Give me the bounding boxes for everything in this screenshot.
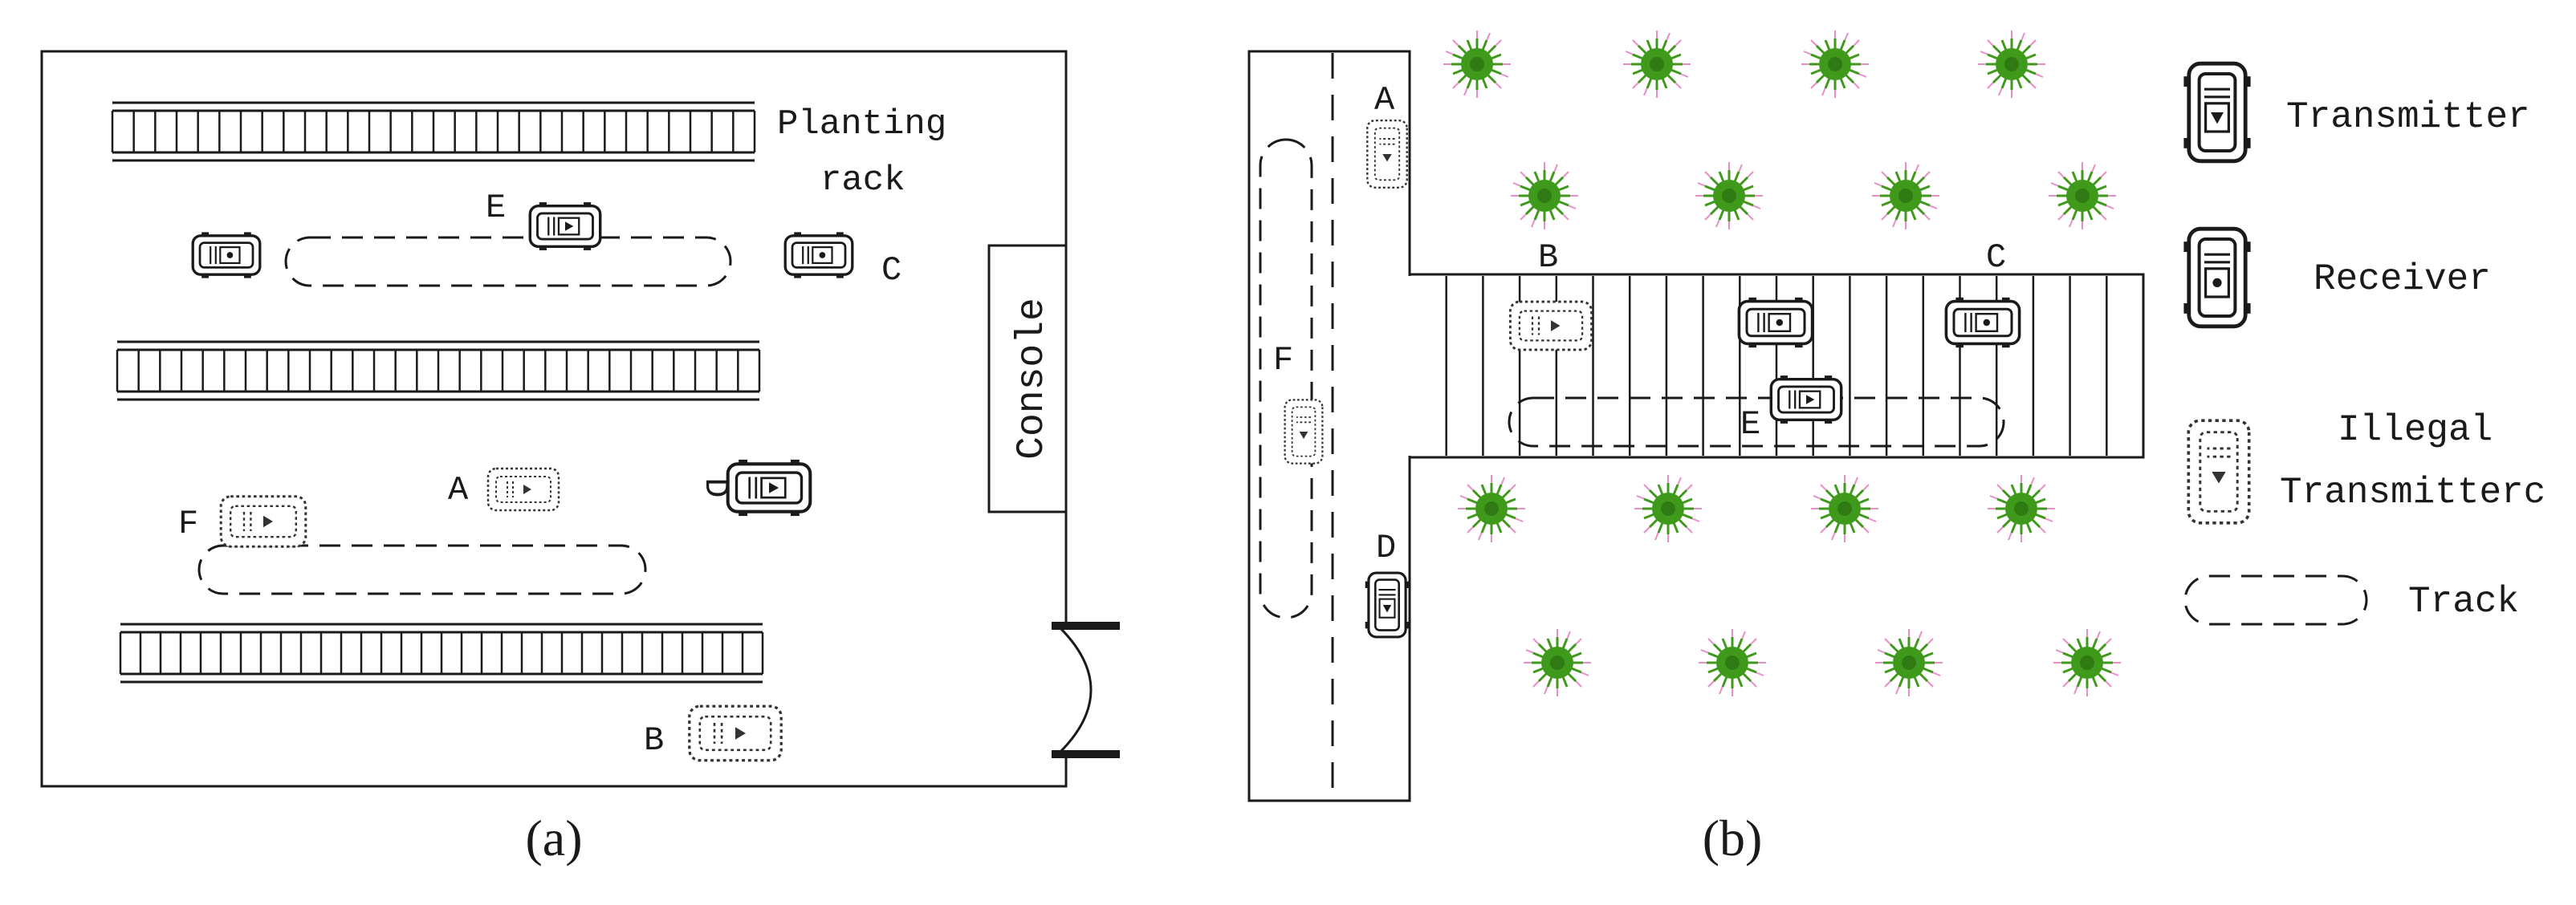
caption-b: (b)	[1703, 810, 1763, 866]
car-a	[486, 467, 560, 512]
car-d	[728, 462, 811, 514]
car-e	[530, 204, 600, 248]
plant-icon	[1870, 160, 1941, 231]
receiver-car	[193, 234, 260, 277]
track-b-vertical	[1259, 138, 1313, 619]
plant-icon	[1456, 473, 1527, 544]
plant-icon	[1697, 627, 1768, 698]
plant-icon	[1986, 473, 2057, 544]
car-e-label: E	[486, 189, 506, 227]
plant-icon	[1633, 473, 1703, 544]
car-b-b	[1508, 300, 1593, 351]
car-b-c-label: C	[1986, 238, 2006, 277]
car-b	[688, 704, 783, 762]
rack-label-line2: rack	[820, 160, 905, 201]
track-b-horizontal	[1508, 396, 2005, 448]
panel-b: A F D B C E (b)	[1247, 29, 2145, 866]
track-a-upper	[284, 236, 732, 287]
car-b-d	[1367, 573, 1407, 637]
legend-transmitter-icon	[2187, 63, 2248, 161]
car-c	[785, 234, 853, 277]
car-b-c	[1946, 299, 2019, 346]
car-b-f	[1284, 399, 1324, 465]
car-b-f-label: F	[1273, 341, 1293, 379]
car-b-a	[1366, 120, 1408, 189]
plant-icon	[1622, 29, 1692, 99]
plant-icon	[1694, 160, 1764, 231]
plant-icon	[1522, 627, 1593, 698]
door	[1052, 565, 1120, 786]
car-b-d-label: D	[1376, 529, 1396, 567]
track-a-lower	[197, 544, 647, 595]
car-b-a-label: A	[1374, 81, 1395, 120]
car-d-label: D	[696, 477, 735, 497]
console-box	[987, 244, 1068, 513]
legend-transmitter-label: Transmitter	[2286, 96, 2530, 138]
legend-receiver-icon	[2187, 229, 2248, 327]
car-f	[219, 495, 307, 548]
legend-illegal-label-line1: Illegal	[2338, 409, 2493, 451]
legend-track-label: Track	[2408, 581, 2519, 623]
caption-a: (a)	[525, 810, 582, 866]
receiver-car-b	[1739, 299, 1812, 346]
plant-icon	[1442, 29, 1512, 99]
door-gap	[1060, 618, 1072, 762]
console-label: Console	[1011, 298, 1054, 460]
plant-icon	[1874, 627, 1944, 698]
car-b-e	[1771, 377, 1841, 421]
legend: Transmitter Receiver Illegal Transmitter…	[2183, 63, 2545, 626]
legend-receiver-label: Receiver	[2314, 258, 2491, 300]
plant-icon	[1800, 29, 1870, 99]
plant-icon	[2047, 160, 2118, 231]
legend-illegal-label-line2: Transmitterc	[2280, 472, 2545, 513]
car-c-label: C	[881, 251, 901, 290]
car-a-label: A	[448, 471, 469, 509]
panel-a: Planting rack Console E C A D F B (a)	[40, 50, 1120, 866]
rack-label-line1: Planting	[777, 104, 946, 144]
plant-icon	[2052, 627, 2122, 698]
planting-rack-3	[119, 623, 764, 684]
planting-rack-2	[116, 340, 761, 401]
car-b-e-label: E	[1740, 405, 1760, 444]
car-b-label: B	[644, 721, 664, 760]
car-b-b-label: B	[1538, 238, 1558, 277]
legend-illegal-icon	[2187, 419, 2251, 525]
planting-rack-1	[111, 101, 756, 162]
legend-track-icon	[2183, 574, 2368, 626]
plant-icon	[1509, 160, 1580, 231]
strip-join	[1405, 276, 1414, 456]
plant-icon	[1809, 473, 1880, 544]
car-f-label: F	[178, 505, 198, 543]
plant-icon	[1976, 29, 2047, 99]
